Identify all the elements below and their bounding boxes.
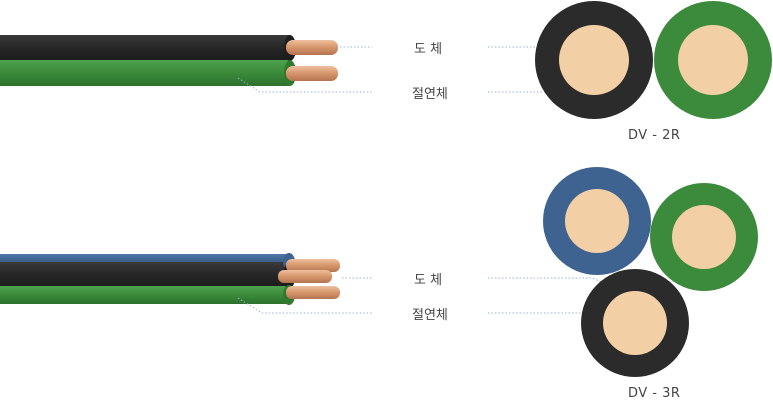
- conductor-label-2r: 도 체: [414, 42, 443, 57]
- conductor-black-core-3r: [603, 291, 667, 355]
- conductor-black-core: [559, 25, 629, 95]
- cable-2r-side-view: [0, 35, 338, 86]
- green-core-3r: [0, 286, 290, 304]
- conductor-green-core: [678, 25, 748, 95]
- model-label-2r: DV - 2R: [628, 128, 681, 143]
- insulator-label-2r: 절연체: [412, 87, 448, 102]
- black-core-3r: [0, 262, 290, 288]
- black-core-2r: [0, 35, 290, 62]
- cable-3r-side-view: [0, 253, 340, 305]
- conductor-green-core-3r: [672, 205, 736, 269]
- insulator-label-3r: 절연체: [412, 308, 448, 323]
- cross-section-3r: [543, 167, 758, 377]
- blue-core-3r: [0, 254, 290, 264]
- cross-section-2r: [535, 1, 772, 119]
- copper-strands-2r: [286, 40, 338, 81]
- green-core-2r: [0, 60, 290, 86]
- copper-strands-3r: [278, 259, 340, 299]
- conductor-label-3r: 도 체: [414, 273, 443, 288]
- conductor-blue-core: [565, 189, 629, 253]
- model-label-3r: DV - 3R: [628, 386, 681, 401]
